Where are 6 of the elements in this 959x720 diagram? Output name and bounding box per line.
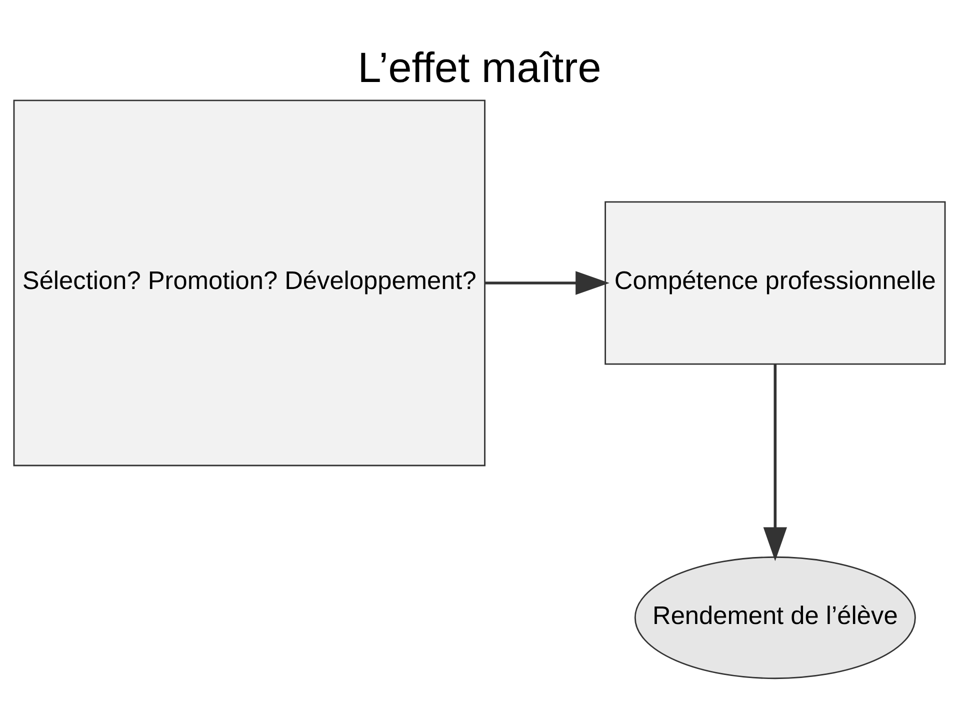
diagram-title: L’effet maître <box>358 44 602 91</box>
node-box: Compétence professionnelle <box>604 200 946 364</box>
arrow <box>485 270 610 294</box>
arrow <box>763 364 788 561</box>
node-box: Sélection? Promotion? Développement? <box>13 99 486 466</box>
node-ellipse: Rendement de l’élève <box>634 556 916 679</box>
